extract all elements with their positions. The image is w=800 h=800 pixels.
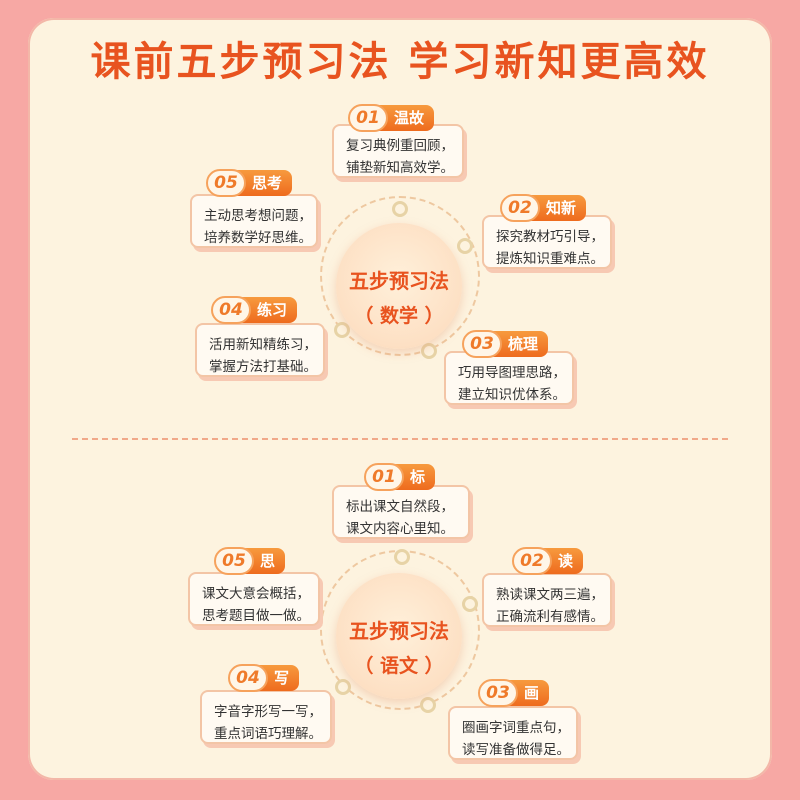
math-step-5-line-2: 培养数学好思维。: [204, 230, 312, 246]
math-orbit-ring: [320, 196, 480, 356]
chinese-step-1-line-1: 标出课文自然段，: [346, 499, 454, 515]
chinese-step-4-line-2: 重点词语巧理解。: [214, 726, 322, 742]
math-step-1-number: 01: [348, 104, 388, 132]
math-step-4-number: 04: [211, 296, 251, 324]
math-orbit-dot: [457, 238, 473, 254]
chinese-step-card-3: 圈画字词重点句， 读写准备做得足。: [448, 706, 578, 760]
math-step-card-4: 活用新知精练习， 掌握方法打基础。: [195, 323, 325, 377]
math-orbit-dot: [334, 322, 350, 338]
math-hub-subject: （ 数学 ）: [354, 305, 444, 327]
math-step-3-number: 03: [462, 330, 502, 358]
math-step-4-line-1: 活用新知精练习，: [209, 337, 317, 353]
chinese-step-2-line-1: 熟读课文两三遍，: [496, 587, 604, 603]
chinese-step-card-4: 字音字形写一写， 重点词语巧理解。: [200, 690, 332, 744]
chinese-step-5-number: 05: [214, 547, 254, 575]
math-step-4-line-2: 掌握方法打基础。: [209, 359, 317, 375]
chinese-orbit-dot: [420, 697, 436, 713]
chinese-step-2-line-2: 正确流利有感情。: [496, 609, 604, 625]
chinese-step-3-line-1: 圈画字词重点句，: [462, 720, 570, 736]
math-step-card-1: 复习典例重回顾， 铺垫新知高效学。: [332, 124, 464, 178]
math-orbit-dot: [421, 343, 437, 359]
chinese-step-card-5: 课文大意会概括， 思考题目做一做。: [188, 572, 320, 626]
chinese-hub-title: 五步预习法: [349, 619, 449, 643]
chinese-hub-subject: （ 语文 ）: [354, 655, 444, 677]
math-step-5-line-1: 主动思考想问题，: [204, 208, 312, 224]
math-step-2-line-2: 提炼知识重难点。: [496, 251, 604, 267]
chinese-orbit-dot: [335, 679, 351, 695]
chinese-orbit-dot: [462, 596, 478, 612]
chinese-step-5-line-1: 课文大意会概括，: [202, 586, 310, 602]
math-step-1-line-1: 复习典例重回顾，: [346, 138, 454, 154]
chinese-step-card-1: 标出课文自然段， 课文内容心里知。: [332, 485, 470, 539]
chinese-step-5-line-2: 思考题目做一做。: [202, 608, 310, 624]
chinese-step-2-number: 02: [512, 547, 552, 575]
chinese-step-4-line-1: 字音字形写一写，: [214, 704, 322, 720]
math-orbit-dot: [392, 201, 408, 217]
section-divider: [72, 438, 728, 440]
chinese-step-3-number: 03: [478, 679, 518, 707]
math-step-3-line-2: 建立知识优体系。: [458, 387, 566, 403]
math-step-2-line-1: 探究教材巧引导，: [496, 229, 604, 245]
chinese-step-1-line-2: 课文内容心里知。: [346, 521, 454, 537]
math-step-card-2: 探究教材巧引导， 提炼知识重难点。: [482, 215, 612, 269]
math-step-3-line-1: 巧用导图理思路，: [458, 365, 566, 381]
math-step-card-5: 主动思考想问题， 培养数学好思维。: [190, 194, 318, 248]
chinese-step-card-2: 熟读课文两三遍， 正确流利有感情。: [482, 573, 612, 627]
math-step-2-number: 02: [500, 194, 540, 222]
chinese-orbit-dot: [394, 549, 410, 565]
math-step-5-number: 05: [206, 169, 246, 197]
math-step-1-line-2: 铺垫新知高效学。: [346, 160, 454, 176]
math-hub-circle: 五步预习法 （ 数学 ）: [336, 223, 462, 349]
chinese-step-4-number: 04: [228, 664, 268, 692]
chinese-hub-circle: 五步预习法 （ 语文 ）: [336, 573, 462, 699]
math-hub-title: 五步预习法: [349, 269, 449, 293]
chinese-step-1-number: 01: [364, 463, 404, 491]
page-title: 课前五步预习法 学习新知更高效: [90, 39, 710, 85]
chinese-step-3-line-2: 读写准备做得足。: [462, 742, 570, 758]
math-step-card-3: 巧用导图理思路， 建立知识优体系。: [444, 351, 574, 405]
